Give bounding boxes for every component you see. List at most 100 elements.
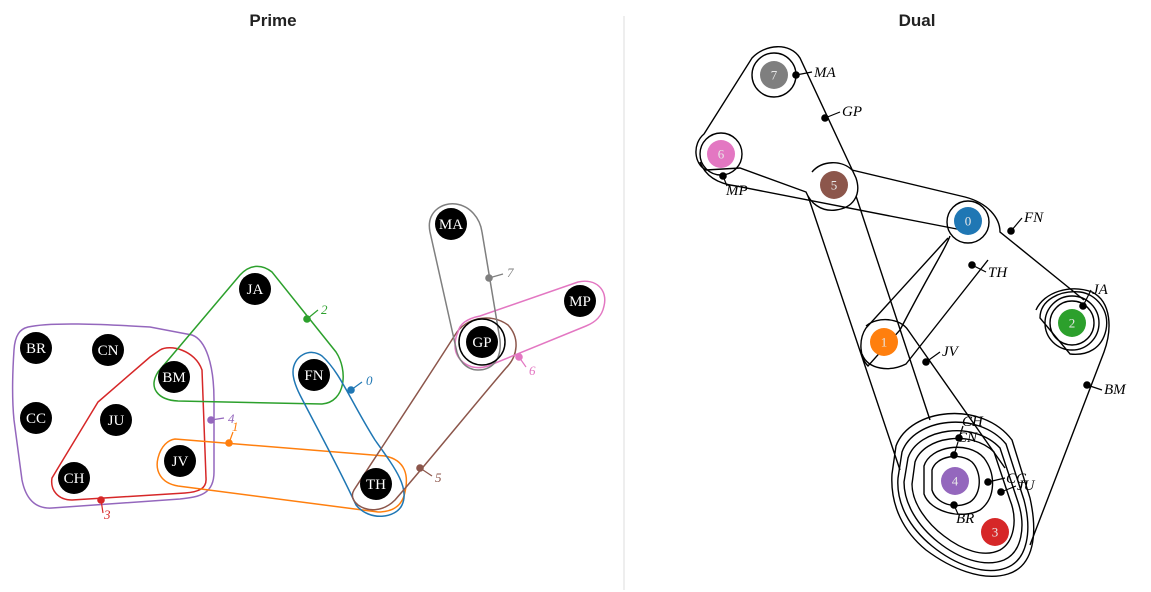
dual-title: Dual [899,11,936,30]
dual-hyperedge-band-2[interactable] [855,195,931,421]
dual-node-2[interactable]: 2 [1058,309,1086,337]
prime-node-label: JU [108,413,125,429]
dual-hyperedge-th-ring[interactable] [946,200,990,244]
dual-edge-label-br: BR [950,501,974,527]
prime-node-jv[interactable]: JV [164,445,196,477]
dual-panel: Dual [695,11,1127,578]
prime-hyperedge-4[interactable] [11,323,215,509]
dual-edge-label-text: GP [842,104,862,120]
prime-node-label: JV [172,454,189,470]
dual-node-3[interactable]: 3 [981,518,1009,546]
prime-edge-label-text: 0 [366,373,373,388]
dual-edge-label-text: JU [1017,478,1036,494]
prime-node-label: CH [64,471,85,487]
dual-edge-label-cc: CC [984,471,1027,487]
dual-hyperedge-jv-outer[interactable] [861,259,989,370]
dual-edge-label-ma: MA [792,65,836,81]
dual-edge-label-text: BR [956,511,974,527]
prime-node-ja[interactable]: JA [239,273,271,305]
prime-edge-label-text: 4 [228,411,235,426]
dual-hyperedge-mp[interactable] [699,161,963,231]
dual-edge-label-gp: GP [821,104,862,122]
dual-hyperedge-cn[interactable] [903,430,1023,564]
dual-hyperedge-ch[interactable] [897,421,1029,572]
dual-hyperedge-cc[interactable] [923,446,994,515]
prime-node-br[interactable]: BR [20,332,52,364]
prime-node-label: CN [98,343,119,359]
prime-node-label: TH [366,477,386,493]
dual-node-4[interactable]: 4 [941,467,969,495]
prime-node-mp[interactable]: MP [564,285,596,317]
dual-hyperedge-fn[interactable] [811,162,1085,301]
dual-edge-label-ch: CH [955,414,984,442]
dual-node-0[interactable]: 0 [954,207,982,235]
dual-edge-label-fn: FN [1007,210,1044,235]
dual-edge-label-text: BM [1104,382,1127,398]
dual-node-label: 5 [831,178,838,193]
dual-node-label: 3 [992,525,999,540]
dual-hyperedge-ja[interactable] [1039,291,1108,355]
prime-node-label: JA [247,282,264,298]
prime-node-cn[interactable]: CN [92,334,124,366]
prime-edge-label-text: 5 [435,470,442,485]
prime-node-label: MP [569,294,591,310]
prime-node-label: BM [162,370,185,386]
prime-node-th[interactable]: TH [360,468,392,500]
prime-edge-label-text: 3 [103,507,111,522]
prime-node-gp[interactable]: GP [458,318,506,366]
prime-hyperedge-1[interactable] [156,438,408,513]
dual-edge-label-text: TH [988,265,1008,281]
dual-node-label: 0 [965,214,972,229]
dual-edge-label-th: TH [968,261,1008,281]
prime-edge-label-text: 6 [529,363,536,378]
prime-edge-label-6: 6 [515,353,536,378]
prime-hyperedge-5[interactable] [351,317,517,511]
prime-hyperedge-0[interactable] [292,351,405,517]
dual-node-7[interactable]: 7 [760,61,788,89]
dual-edge-label-text: MA [813,65,836,81]
dual-edge-label-text: JA [1092,282,1109,298]
prime-node-label: FN [304,368,323,384]
dual-hyperedge-ja-1[interactable] [1049,300,1095,346]
dual-hyperedge-gp[interactable] [695,46,859,211]
prime-node-ch[interactable]: CH [58,462,90,494]
dual-edge-label-text: FN [1023,210,1044,226]
dual-edge-label-cn: CN [950,430,978,459]
prime-node-label: CC [26,411,46,427]
dual-hyperedge-band[interactable] [807,195,901,471]
dual-edge-label-mp: MP [719,172,748,199]
prime-node-fn[interactable]: FN [298,359,330,391]
dual-hyperedge-jv[interactable] [865,319,1006,469]
prime-edge-label-text: 7 [507,265,514,280]
prime-node-bm[interactable]: BM [158,361,190,393]
prime-edge-label-text: 1 [232,419,239,434]
prime-node-label: BR [26,341,46,357]
prime-node-ma[interactable]: MA [435,208,467,240]
prime-edge-label-2: 2 [303,302,328,323]
dual-node-label: 6 [718,147,725,162]
dual-hyperedge-br[interactable] [931,455,980,507]
prime-node-label: MA [439,217,463,233]
dual-edge-label-ju: JU [997,478,1036,496]
dual-node-6[interactable]: 6 [707,140,735,168]
dual-edge-label-text: CN [957,430,978,446]
prime-edge-label-7: 7 [485,265,514,282]
dual-hyperedge-outer[interactable] [891,412,1035,578]
dual-node-5[interactable]: 5 [820,171,848,199]
dual-node-label: 1 [881,335,888,350]
dual-edge-label-text: JV [942,344,960,360]
prime-node-ju[interactable]: JU [100,404,132,436]
prime-node-cc[interactable]: CC [20,402,52,434]
prime-edge-label-5: 5 [416,464,442,485]
prime-hyperedge-7[interactable] [428,203,501,371]
dual-hyperedge-bm[interactable] [1029,288,1110,546]
dual-edge-label-bm: BM [1083,381,1127,398]
prime-edge-label-4: 4 [207,411,235,426]
prime-hyperedge-3[interactable] [50,347,207,501]
dual-edge-label-jv: JV [922,344,960,366]
dual-node-1[interactable]: 1 [870,328,898,356]
dual-node-label: 4 [952,474,959,489]
prime-edge-label-0: 0 [347,373,373,394]
prime-hyperedge-2[interactable] [153,265,344,405]
